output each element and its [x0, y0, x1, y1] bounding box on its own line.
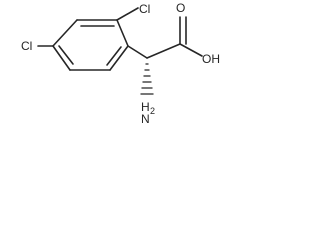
ring-bond	[52, 19, 78, 47]
oh-label: OH	[202, 52, 220, 66]
c-cl-bond	[116, 7, 139, 21]
ring-bond	[52, 45, 71, 71]
chemical-structure-diagram: Cl Cl O OH H 2 N	[21, 1, 220, 126]
h2-subscript: 2	[150, 106, 155, 116]
ring-bond	[116, 19, 129, 47]
ring-to-chiral-bond	[127, 45, 148, 59]
cl-label-top: Cl	[139, 2, 150, 16]
ring-double-bond	[106, 46, 122, 66]
o-label: O	[176, 1, 185, 15]
c-cooh-bond	[146, 43, 181, 59]
hashed-wedge-bond	[140, 63, 154, 95]
n-label: N	[141, 112, 150, 126]
structure-canvas: Cl Cl O OH H 2 N	[0, 0, 240, 140]
ring-bond	[109, 45, 129, 71]
cl-label-left: Cl	[21, 39, 32, 53]
h-label: H	[141, 100, 150, 114]
ring-double-bond	[58, 45, 74, 65]
c-oh-bond	[179, 43, 203, 57]
